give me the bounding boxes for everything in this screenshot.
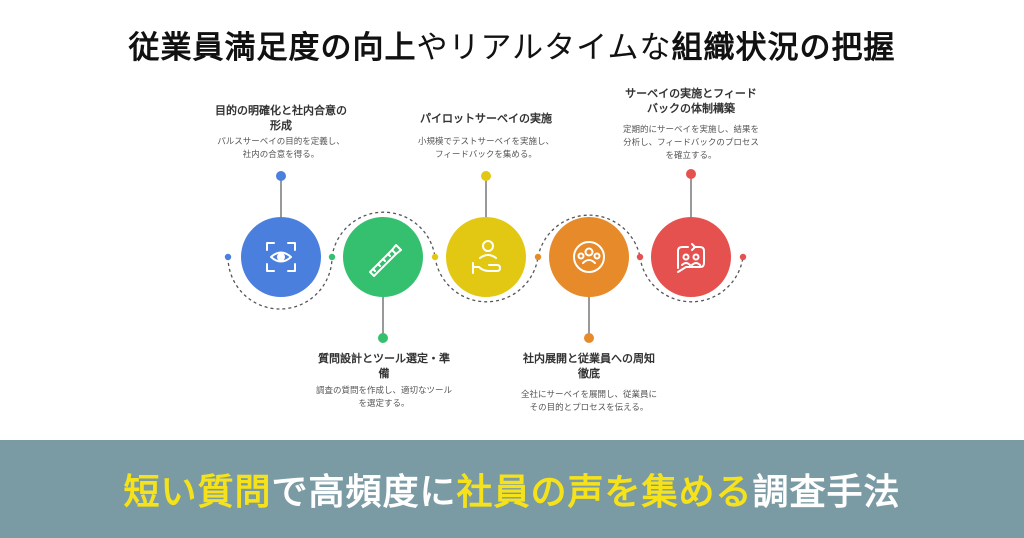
chat-people-icon (677, 243, 705, 273)
pins (276, 169, 696, 343)
title-part-3: 組織状況の把握 (671, 30, 896, 66)
step-5-description: 定期的にサーベイを実施し、結果を分析し、フィードバックのプロセスを確立する。 (622, 125, 759, 161)
hand-person-icon (472, 240, 501, 274)
step-2-heading: 質問設計とツール選定・準備 (318, 352, 450, 380)
step-3-circle (446, 217, 526, 297)
step-5-heading: サーベイの実施とフィードバックの体制構築 (625, 87, 757, 115)
eye-scan-icon (266, 242, 296, 272)
dashed-arcs (227, 211, 744, 310)
arc-1 (227, 256, 333, 310)
page-title: 従業員満足度の向上やリアルタイムな組織状況の把握 (0, 22, 1024, 67)
step-4-heading: 社内展開と従業員への周知徹底 (523, 352, 655, 380)
arc-4 (537, 214, 641, 258)
axis-dots (224, 253, 747, 261)
leader-lines (280, 176, 692, 336)
banner-part-1: 短い質問 (123, 472, 272, 513)
bottom-banner: 短い質問で高頻度に社員の声を集める調査手法 (0, 440, 1024, 538)
title-part-1: 従業員満足度の向上 (128, 30, 417, 66)
step-3-heading: パイロットサーベイの実施 (420, 112, 552, 125)
saw-icon (369, 244, 402, 277)
step-2-circle (343, 217, 423, 297)
arc-2 (331, 211, 436, 258)
group-icon (573, 241, 605, 273)
step-1-description: パルスサーベイの目的を定義し、社内の合意を得る。 (217, 137, 345, 160)
step-4-description: 全社にサーベイを展開し、従業員にその目的とプロセスを伝える。 (520, 390, 657, 413)
banner-part-2: で高頻度に (271, 472, 457, 513)
process-diagram (224, 169, 747, 343)
arc-5 (639, 256, 744, 303)
arc-3 (434, 256, 539, 303)
title-part-2: やリアルタイムな (416, 30, 672, 66)
banner-part-4: 調査手法 (752, 472, 901, 513)
step-1-heading: 目的の明確化と社内合意の形成 (215, 104, 347, 132)
banner-part-3: 社員の声を集める (456, 472, 753, 513)
step-4-circle (549, 217, 629, 297)
step-2-description: 調査の質問を作成し、適切なツールを選定する。 (315, 386, 452, 409)
step-3-description: 小規模でテストサーベイを実施し、フィードバックを集める。 (418, 137, 555, 160)
step-5-circle (651, 217, 731, 297)
